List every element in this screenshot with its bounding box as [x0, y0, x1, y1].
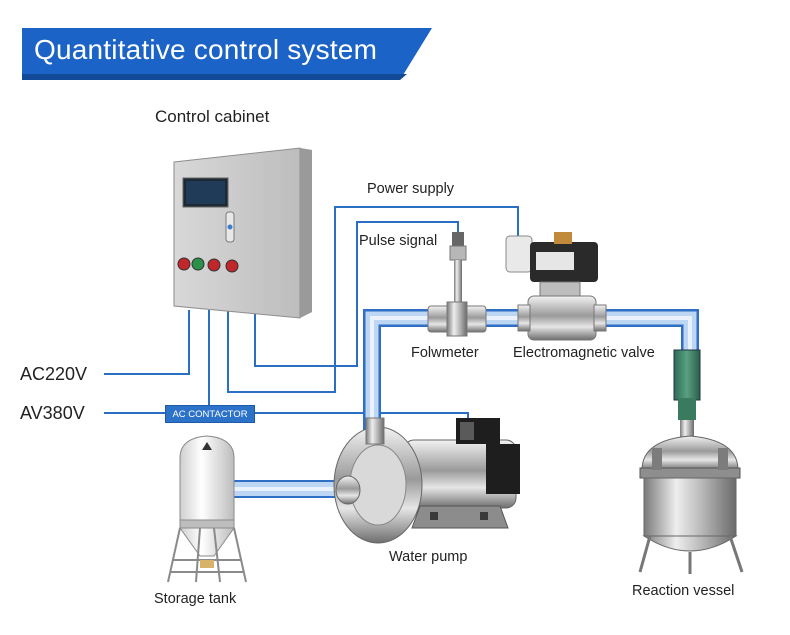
valve-label: Electromagnetic valve: [513, 345, 655, 361]
page-title: Quantitative control system: [34, 34, 378, 65]
water-pump: [333, 417, 520, 544]
av380-label: AV380V: [20, 403, 85, 423]
control-cabinet-label: Control cabinet: [155, 107, 270, 126]
reaction-vessel: [638, 349, 744, 574]
storage-tank: [167, 435, 247, 583]
pulse-signal-label: Pulse signal: [359, 233, 438, 249]
water-pump-label: Water pump: [389, 549, 468, 565]
ac-contactor-box: AC CONTACTOR: [165, 405, 255, 423]
signal-wires: [104, 206, 519, 440]
flowmeter-label: Folwmeter: [411, 345, 479, 361]
ac220-label: AC220V: [20, 364, 88, 384]
electromagnetic-valve: [505, 232, 607, 341]
title-banner: [22, 28, 432, 80]
control-cabinet: [173, 147, 312, 319]
power-supply-label: Power supply: [367, 181, 455, 197]
reaction-vessel-label: Reaction vessel: [632, 583, 735, 599]
flowmeter: [427, 232, 487, 337]
storage-tank-label: Storage tank: [154, 591, 237, 607]
